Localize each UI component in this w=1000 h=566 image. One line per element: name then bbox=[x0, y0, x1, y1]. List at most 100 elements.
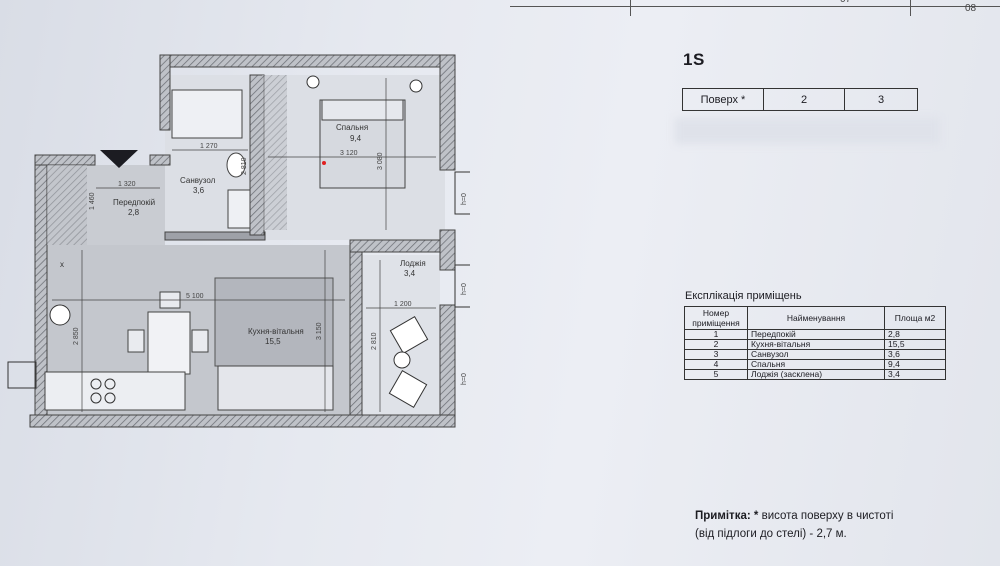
wall bbox=[349, 239, 363, 416]
floor-plan: Спальня 9,4 Санвузол 3,6 Передпокій 2,8 … bbox=[7, 54, 470, 428]
sofa bbox=[217, 365, 334, 411]
bathtub bbox=[171, 89, 243, 139]
note-line2: (від підлоги до стелі) - 2,7 м. bbox=[695, 528, 847, 540]
column-header: Площа м2 bbox=[884, 306, 946, 330]
dimension-text: 3 080 bbox=[377, 152, 384, 170]
dining-table bbox=[147, 311, 191, 375]
bed-pillow bbox=[321, 99, 404, 121]
note-star: * bbox=[753, 510, 759, 522]
room-number: 3 bbox=[684, 349, 748, 360]
stove-burner bbox=[104, 392, 116, 404]
corner-mark: x bbox=[60, 260, 64, 269]
table-header-row: Номер приміщення Найменування Площа м2 bbox=[684, 306, 946, 330]
column-number: 08 bbox=[965, 3, 977, 14]
nightstand-lamp bbox=[409, 79, 423, 93]
plan-code-title: 1S bbox=[683, 50, 705, 69]
footnote: Примітка: * висота поверху в чистоті (ві… bbox=[695, 507, 893, 543]
boiler bbox=[49, 304, 71, 326]
blurred-region bbox=[675, 118, 940, 144]
dimension-text: 2 850 bbox=[73, 327, 80, 345]
chair bbox=[127, 329, 145, 353]
room-area: 3,6 bbox=[884, 349, 946, 360]
sink bbox=[227, 189, 251, 229]
stove-burner bbox=[104, 378, 116, 390]
wall bbox=[439, 304, 456, 426]
closet bbox=[47, 165, 87, 245]
room-area-label: 3,4 bbox=[404, 269, 416, 278]
room-name: Санвузол bbox=[747, 349, 885, 360]
window bbox=[454, 171, 470, 215]
wall bbox=[249, 74, 265, 236]
table-row: 4 Спальня 9,4 bbox=[684, 359, 946, 370]
explication-title: Експлікація приміщень bbox=[685, 290, 802, 302]
window-height-mark: h=0 bbox=[461, 373, 468, 385]
room-label: Кухня-вітальня bbox=[248, 327, 304, 336]
wall bbox=[159, 54, 171, 131]
room-name: Кухня-вітальня bbox=[747, 339, 885, 350]
room-label: Передпокій bbox=[113, 198, 155, 207]
wall bbox=[439, 229, 456, 271]
room-label: Лоджія bbox=[400, 259, 426, 268]
table-row: 2 Кухня-вітальня 15,5 bbox=[684, 339, 946, 350]
chair bbox=[191, 329, 209, 353]
armchair bbox=[388, 370, 428, 408]
armchair bbox=[389, 316, 429, 354]
explication-table: Номер приміщення Найменування Площа м2 1… bbox=[684, 306, 946, 380]
floor-value: 2 bbox=[763, 88, 845, 111]
room-number: 4 bbox=[684, 359, 748, 370]
side-table bbox=[393, 351, 411, 369]
wall bbox=[164, 231, 266, 241]
table-row: 1 Передпокій 2,8 bbox=[684, 329, 946, 340]
room-name: Лоджія (засклена) bbox=[747, 369, 885, 380]
column-header: Номер приміщення bbox=[684, 306, 748, 330]
room-label: Спальня bbox=[336, 123, 368, 132]
floor-table: Поверх * 2 3 bbox=[682, 88, 918, 111]
wall bbox=[149, 154, 171, 166]
room-area: 2,8 bbox=[884, 329, 946, 340]
dimension-text: 1 460 bbox=[89, 192, 96, 210]
dimension-text: 1 320 bbox=[118, 181, 136, 188]
dimension-text: 2 810 bbox=[241, 157, 248, 175]
wall bbox=[439, 54, 456, 171]
wall bbox=[159, 54, 456, 68]
room-number: 5 bbox=[684, 369, 748, 380]
room-area: 9,4 bbox=[884, 359, 946, 370]
room-area-label: 2,8 bbox=[128, 208, 140, 217]
page-top-grid: 07 08 bbox=[510, 0, 1000, 16]
entrance-arrow-icon bbox=[100, 150, 138, 168]
window bbox=[7, 361, 37, 389]
room-number: 2 bbox=[684, 339, 748, 350]
column-number: 07 bbox=[840, 0, 851, 5]
dimension-text: 1 270 bbox=[200, 143, 218, 150]
room-area: 3,4 bbox=[884, 369, 946, 380]
nightstand-lamp bbox=[306, 75, 320, 89]
dimension-text: 3 150 bbox=[316, 322, 323, 340]
room-number: 1 bbox=[684, 329, 748, 340]
room-area: 15,5 bbox=[884, 339, 946, 350]
floor-label: Поверх * bbox=[682, 88, 764, 111]
wall bbox=[29, 414, 456, 428]
column-header: Найменування bbox=[747, 306, 885, 330]
note-line1: висота поверху в чистоті bbox=[761, 510, 894, 522]
marker-dot bbox=[322, 161, 326, 165]
room-area-label: 3,6 bbox=[193, 186, 205, 195]
closet bbox=[262, 75, 287, 230]
stove-burner bbox=[90, 378, 102, 390]
note-label: Примітка: bbox=[695, 510, 751, 522]
room-name: Спальня bbox=[747, 359, 885, 370]
window bbox=[454, 264, 470, 308]
dimension-text: 1 200 bbox=[394, 301, 412, 308]
room-name: Передпокій bbox=[747, 329, 885, 340]
window-height-mark: h=0 bbox=[461, 283, 468, 295]
stove-burner bbox=[90, 392, 102, 404]
dimension-text: 5 100 bbox=[186, 293, 204, 300]
room-area-label: 15,5 bbox=[265, 337, 281, 346]
rug bbox=[214, 277, 334, 367]
table-row: 5 Лоджія (засклена) 3,4 bbox=[684, 369, 946, 380]
floor-value: 3 bbox=[844, 88, 918, 111]
table-row: 3 Санвузол 3,6 bbox=[684, 349, 946, 360]
dimension-text: 2 810 bbox=[371, 332, 378, 350]
toilet bbox=[226, 152, 246, 178]
window-height-mark: h=0 bbox=[461, 193, 468, 205]
dimension-text: 3 120 bbox=[340, 150, 358, 157]
